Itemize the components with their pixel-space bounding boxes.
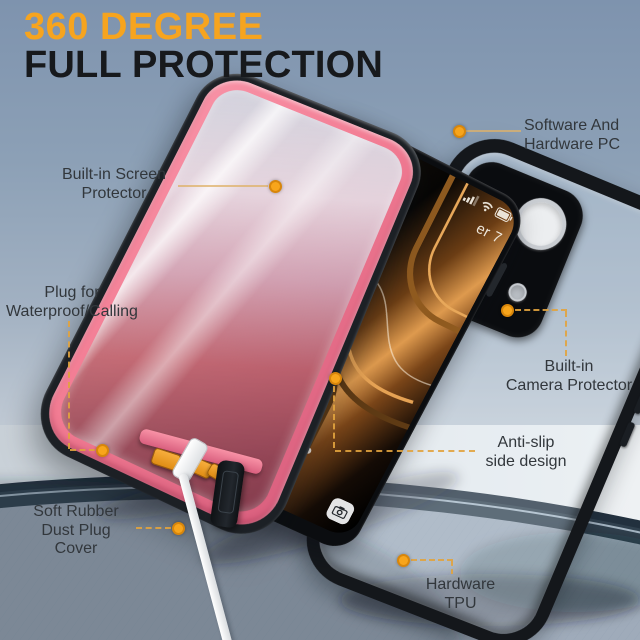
leader-hardware-tpu-h: [411, 559, 453, 561]
callout-dot-anti-slip: [329, 372, 342, 385]
callout-anti-slip: Anti-slip side design: [485, 434, 567, 470]
title-line-1: 360 DEGREE: [24, 6, 264, 48]
camera-icon: [331, 503, 349, 519]
callout-dot-hardware-tpu: [397, 554, 410, 567]
page-title: 360 DEGREE FULL PROTECTION: [24, 8, 383, 85]
callout-camera-protector: Built-in Camera Protector: [505, 358, 633, 394]
flash-lens: [505, 280, 530, 305]
leader-camera-protector-h: [515, 309, 567, 311]
title-line-2: FULL PROTECTION: [24, 43, 384, 86]
callout-dot-screen-protector: [269, 180, 282, 193]
callout-dot-plug-waterproof: [96, 444, 109, 457]
callout-dot-software-pc: [453, 125, 466, 138]
leader-camera-protector-v: [565, 311, 567, 356]
leader-screen-protector: [178, 185, 268, 187]
leader-plug-waterproof-h: [70, 449, 95, 451]
callout-screen-protector: Built-in Screen Protector: [61, 166, 167, 202]
leader-software-pc: [466, 130, 521, 132]
leader-hardware-tpu-v: [451, 561, 453, 574]
callout-software-pc: Software And Hardware PC: [524, 117, 621, 153]
leader-plug-waterproof-v: [68, 321, 70, 449]
leader-anti-slip-v: [333, 386, 335, 448]
callout-plug-waterproof: Plug for Waterproof/Calling: [6, 284, 138, 320]
callout-dot-dust-plug: [172, 522, 185, 535]
callout-dot-camera-protector: [501, 304, 514, 317]
callout-hardware-tpu: Hardware TPU: [425, 576, 496, 612]
leader-anti-slip-h: [335, 450, 475, 452]
leader-dust-plug: [136, 527, 171, 529]
dust-plug-flap-detail: [217, 470, 240, 514]
callout-dust-plug: Soft Rubber Dust Plug Cover: [33, 503, 119, 558]
